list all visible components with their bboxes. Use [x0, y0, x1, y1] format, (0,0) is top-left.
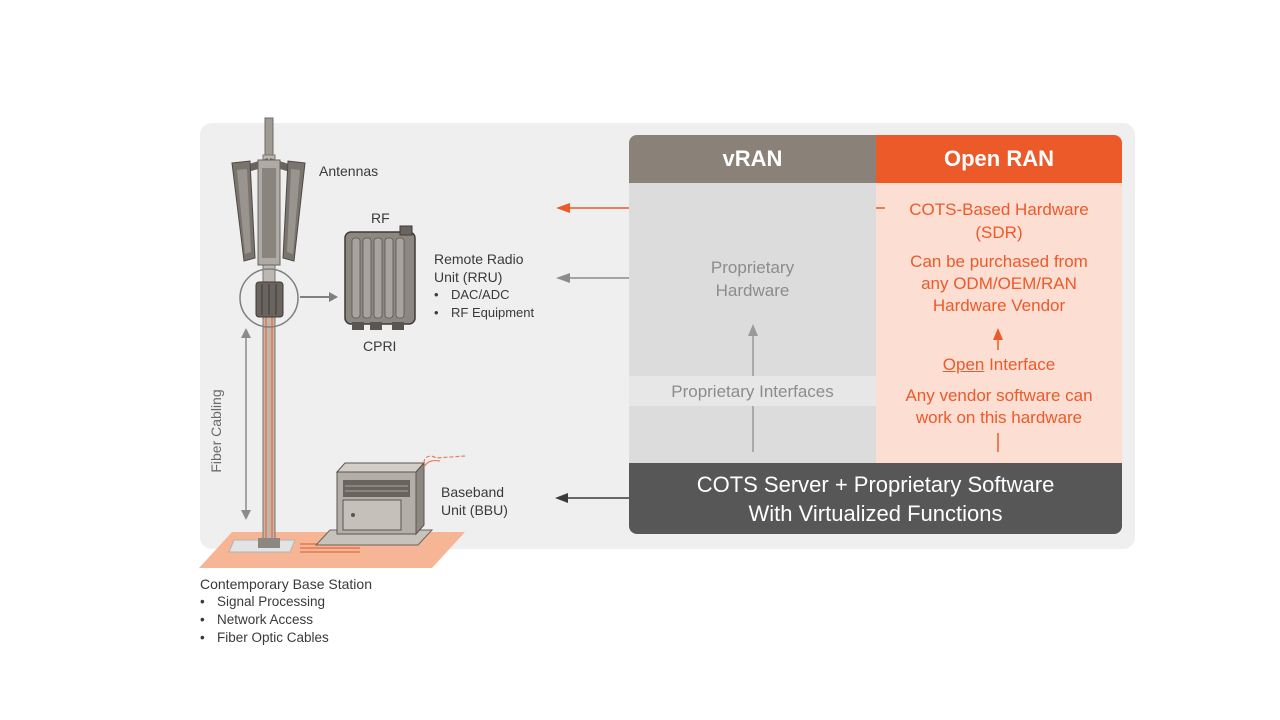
purchase-label: Can be purchased from any ODM/OEM/RAN Ha… — [880, 251, 1118, 317]
cots-server-bar: COTS Server + Proprietary Software With … — [629, 463, 1122, 534]
proprietary-interfaces-label: Proprietary Interfaces — [671, 382, 834, 401]
purchase-line2: any ODM/OEM/RAN — [921, 274, 1077, 293]
purchase-line3: Hardware Vendor — [932, 296, 1066, 315]
bbu-line2: Unit (BBU) — [441, 502, 508, 518]
vendor-software-line2: work on this hardware — [915, 408, 1083, 427]
vendor-software-label: Any vendor software can work on this har… — [880, 385, 1118, 429]
proprietary-hardware-label: Proprietary Hardware — [640, 256, 865, 302]
rru-title-line2: Unit (RRU) — [434, 269, 503, 285]
cots-server-line1: COTS Server + Proprietary Software — [696, 471, 1055, 497]
base-station-items: Signal Processing Network Access Fiber O… — [200, 593, 372, 647]
open-interface-rest: Interface — [984, 355, 1056, 374]
open-interface-label: Open Interface — [880, 354, 1118, 376]
cots-server-line2: With Virtualized Functions — [748, 500, 1003, 526]
cpri-label: CPRI — [363, 338, 397, 354]
vendor-software-line1: Any vendor software can — [905, 386, 1093, 405]
rf-label: RF — [371, 210, 390, 226]
rru-items: DAC/ADC RF Equipment — [434, 286, 534, 322]
rru-item: DAC/ADC — [434, 286, 534, 304]
fiber-cabling-label: Fiber Cabling — [208, 389, 224, 473]
purchase-line1: Can be purchased from — [910, 252, 1088, 271]
base-station-title: Contemporary Base Station — [200, 576, 372, 592]
proprietary-hardware-line2: Hardware — [715, 281, 790, 300]
open-interface-word: Open — [942, 355, 985, 374]
bbu-label: Baseband Unit (BBU) — [441, 483, 508, 519]
rru-item: RF Equipment — [434, 304, 534, 322]
bbu-line1: Baseband — [441, 484, 505, 500]
open-ran-column — [876, 183, 1122, 463]
proprietary-interfaces-band — [629, 376, 876, 406]
cots-hardware-line2: (SDR) — [975, 223, 1023, 242]
base-station-item: Signal Processing — [200, 593, 372, 611]
base-station-caption: Contemporary Base Station Signal Process… — [200, 575, 372, 647]
rru-title-line1: Remote Radio — [434, 251, 524, 267]
open-ran-header-title: Open RAN — [944, 146, 1054, 171]
base-station-item: Fiber Optic Cables — [200, 629, 372, 647]
vran-header: vRAN — [629, 135, 876, 183]
rru-illustration — [344, 225, 416, 330]
vran-header-title: vRAN — [722, 146, 783, 171]
proprietary-hardware-line1: Proprietary — [710, 258, 795, 277]
cots-hardware-line1: COTS-Based Hardware — [909, 200, 1089, 219]
antennas-label: Antennas — [319, 163, 379, 179]
base-station-item: Network Access — [200, 611, 372, 629]
rru-label: Remote Radio Unit (RRU) DAC/ADC RF Equip… — [434, 250, 534, 322]
cots-hardware-label: COTS-Based Hardware (SDR) — [880, 198, 1118, 244]
open-ran-header: Open RAN — [876, 135, 1122, 183]
bbu-illustration — [314, 455, 466, 546]
